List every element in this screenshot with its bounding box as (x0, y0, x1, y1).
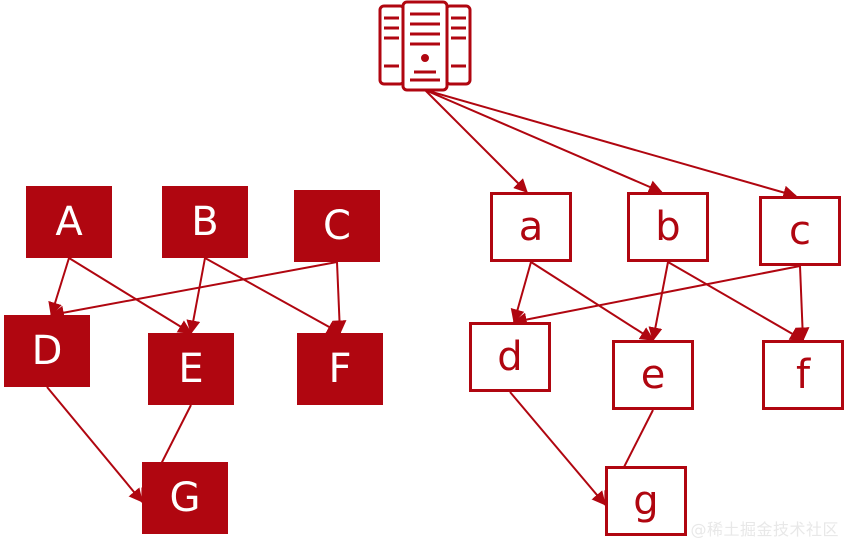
node-G: G (142, 462, 228, 534)
node-f: f (762, 340, 844, 410)
left-edge-B-E (186, 257, 206, 335)
watermark: @稀土掘金技术社区 (690, 520, 839, 539)
right-edge-a-d (510, 261, 532, 324)
right-edge-c-f (795, 265, 810, 342)
server-icon (378, 0, 472, 92)
right-edge-b-f (667, 261, 805, 341)
node-C: C (294, 190, 380, 262)
left-edge-B-F (204, 257, 342, 334)
left-edge-A-D (48, 257, 70, 317)
left-edge-C-F (332, 261, 347, 335)
node-c: c (759, 196, 841, 266)
node-D: D (4, 315, 90, 387)
node-d: d (469, 322, 551, 392)
right-edge-server-a (424, 89, 528, 193)
node-B: B (162, 186, 248, 258)
node-E: E (148, 333, 234, 405)
left-edge-C-D (49, 261, 338, 320)
node-g: g (605, 466, 687, 536)
right-edge-b-e (648, 261, 669, 342)
node-F: F (297, 333, 383, 405)
node-A: A (26, 186, 112, 258)
node-a: a (490, 192, 572, 262)
right-edge-a-e (530, 261, 655, 341)
right-edge-server-c (424, 89, 798, 200)
node-b: b (627, 192, 709, 262)
left-edge-D-G (46, 386, 143, 503)
right-edge-server-b (424, 89, 663, 194)
left-edge-A-E (68, 257, 193, 334)
right-edge-d-g (509, 391, 606, 506)
node-e: e (612, 340, 694, 410)
right-edge-c-d (512, 265, 801, 327)
